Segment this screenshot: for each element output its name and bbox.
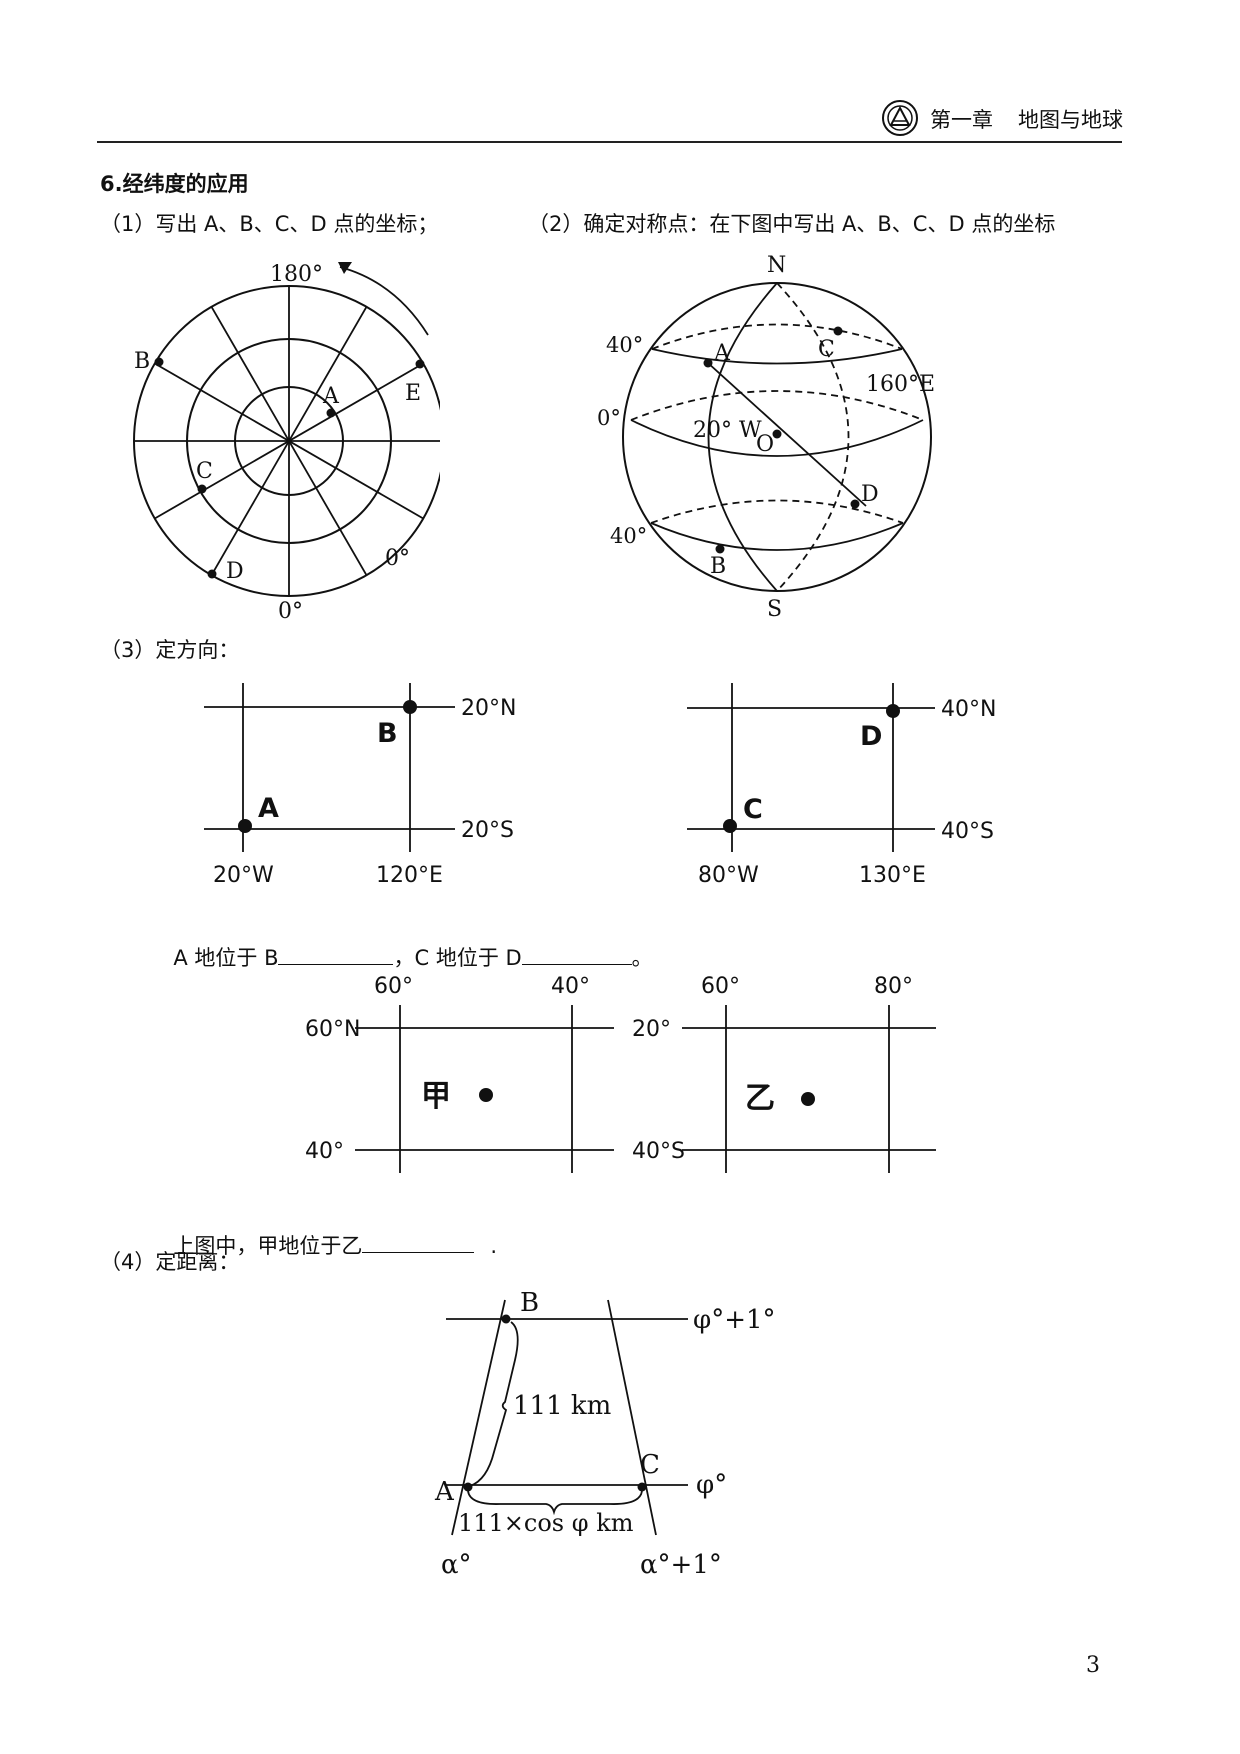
distance-lon-right: α°+1° xyxy=(640,1550,722,1580)
polar-point-a: A xyxy=(322,384,340,409)
section-title: 6.经纬度的应用 xyxy=(100,172,249,196)
grid1-point-a: A xyxy=(258,793,279,824)
grid2-lat-bottom: 40°S xyxy=(941,819,994,844)
direction-text-2: ，C 地位于 D xyxy=(393,946,522,970)
grid1-point-b: B xyxy=(377,718,398,749)
grid4-label-yi: 乙 xyxy=(745,1081,775,1116)
distance-diagram: B A C φ°+1° φ° α° α°+1° 111 km 111×cos φ… xyxy=(434,1288,776,1580)
answer-blank-1[interactable] xyxy=(278,963,394,965)
grid3-lat-bottom: 40° xyxy=(305,1139,344,1164)
polar-point-e: E xyxy=(405,381,421,406)
publisher-logo-icon xyxy=(882,100,918,136)
globe-point-a: A xyxy=(713,341,731,366)
header: 第一章 地图与地球 xyxy=(880,98,1130,138)
direction-text-3: 。 xyxy=(631,946,653,970)
distance-lon-left: α° xyxy=(441,1550,472,1580)
question-4: （4）定距离： xyxy=(100,1250,240,1274)
grid-question-text: 上图中，甲地位于乙 xyxy=(173,1234,363,1258)
globe-equator: 0° xyxy=(597,406,621,430)
grid-jia: 60° 40° 60°N 40° 甲 xyxy=(305,974,614,1173)
distance-point-b: B xyxy=(520,1288,539,1318)
direction-text-1: A 地位于 B xyxy=(173,946,279,970)
polar-label-0-bottom: 0° xyxy=(278,599,303,624)
grid1-lat-bottom: 20°S xyxy=(461,818,514,843)
header-rule xyxy=(97,141,1122,143)
question-1: （1）写出 A、B、C、D 点的坐标； xyxy=(100,212,439,236)
grid-yi: 60° 80° 20° 40°S 乙 xyxy=(632,974,936,1173)
grid3-lon-left: 60° xyxy=(374,974,413,999)
polar-point-b: B xyxy=(134,349,150,374)
grid4-lat-top: 20° xyxy=(632,1017,671,1042)
direction-grid-2: 40°N 40°S 80°W 130°E C D xyxy=(687,683,996,888)
grid-question: 上图中，甲地位于乙. xyxy=(160,1206,497,1260)
answer-blank-2[interactable] xyxy=(521,963,632,965)
grid4-lon-left: 60° xyxy=(701,974,740,999)
polar-label-180: 180° xyxy=(270,262,323,287)
globe-center-o: O xyxy=(756,432,774,457)
globe-point-b: B xyxy=(710,554,726,579)
polar-point-c: C xyxy=(196,459,213,484)
globe-lon-160e: 160°E xyxy=(866,372,935,397)
globe-north: N xyxy=(767,253,786,278)
globe-point-c: C xyxy=(818,337,835,362)
rotation-arrow-icon xyxy=(339,266,429,336)
chapter-title: 地图与地球 xyxy=(1018,108,1123,132)
grid1-lat-top: 20°N xyxy=(461,696,516,721)
grid2-lon-right: 130°E xyxy=(859,863,926,888)
grid4-lat-bottom: 40°S xyxy=(632,1139,685,1164)
globe-south: S xyxy=(767,597,782,620)
chapter-number: 第一章 xyxy=(930,108,993,132)
page-number: 3 xyxy=(1086,1653,1100,1678)
distance-meridian-length: 111 km xyxy=(513,1391,611,1421)
grid2-point-d: D xyxy=(860,721,882,752)
polar-point-d: D xyxy=(226,559,244,584)
grid2-lon-left: 80°W xyxy=(698,863,759,888)
question-2: （2）确定对称点：在下图中写出 A、B、C、D 点的坐标 xyxy=(528,212,1056,236)
globe-point-d: D xyxy=(861,482,879,507)
grid3-lat-top: 60°N xyxy=(305,1017,360,1042)
distance-lat-top: φ°+1° xyxy=(693,1305,776,1335)
direction-question: A 地位于 B ，C 地位于 D 。 xyxy=(160,918,653,972)
distance-parallel-length: 111×cos φ km xyxy=(458,1509,634,1537)
globe-points xyxy=(703,326,860,554)
globe-lat-40-top: 40° xyxy=(606,333,643,357)
distance-lat-bottom: φ° xyxy=(696,1470,727,1500)
globe-lon-20w: 20° W xyxy=(693,418,762,443)
rotation-arrow-head xyxy=(338,262,352,274)
question-3: （3）定方向： xyxy=(100,638,240,662)
polar-label-0-right: 0° xyxy=(385,546,410,571)
polar-meridians xyxy=(134,286,440,596)
grid2-lat-top: 40°N xyxy=(941,697,996,722)
answer-blank-3[interactable] xyxy=(362,1251,475,1253)
direction-grid-1: 20°N 20°S 20°W 120°E A B xyxy=(204,683,516,888)
grid1-lon-right: 120°E xyxy=(376,863,443,888)
polar-points xyxy=(154,357,425,579)
globe-lat-40-bottom: 40° xyxy=(610,524,647,548)
grid-question-end: . xyxy=(490,1234,498,1258)
grid3-lon-right: 40° xyxy=(551,974,590,999)
grid4-lon-right: 80° xyxy=(874,974,913,999)
grid3-label-jia: 甲 xyxy=(421,1079,451,1114)
grid2-point-c: C xyxy=(743,794,763,825)
polar-meridian-line xyxy=(210,306,368,576)
globe-diagram: N S 40° 0° 40° 20° W O 160°E A B C D xyxy=(597,253,935,620)
polar-diagram: 180° 0° 0° A B C D E xyxy=(133,262,440,624)
distance-point-a: A xyxy=(434,1477,455,1507)
grid1-lon-left: 20°W xyxy=(213,863,274,888)
distance-point-c: C xyxy=(640,1450,660,1480)
